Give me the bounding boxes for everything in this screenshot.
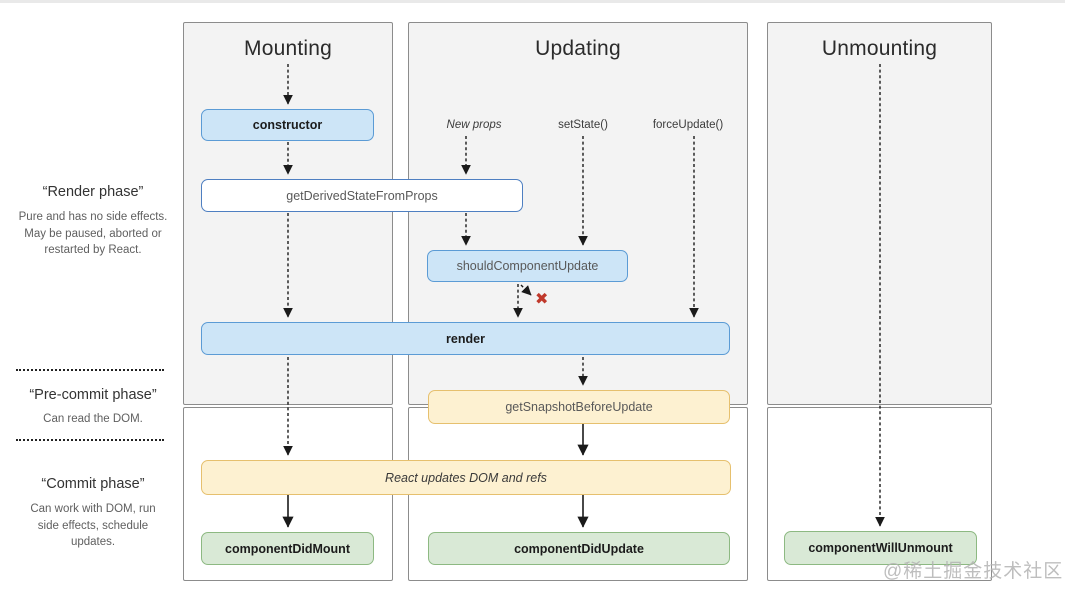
component-did-update-box[interactable]: componentDidUpdate	[428, 532, 730, 565]
commit-phase-title: “Commit phase”	[41, 476, 145, 492]
reject-x-icon: ✖	[535, 291, 549, 308]
should-component-update-box[interactable]: shouldComponentUpdate	[427, 250, 628, 282]
component-will-unmount-box[interactable]: componentWillUnmount	[784, 531, 977, 565]
watermark: @稀土掘金技术社区	[883, 561, 1064, 582]
column-title-unmounting: Unmounting	[821, 37, 938, 60]
render-phase-description: Pure and has no side effects. May be pau…	[18, 211, 168, 257]
constructor-box[interactable]: constructor	[201, 109, 374, 141]
top-divider-line	[0, 0, 1065, 3]
component-did-mount-box[interactable]: componentDidMount	[201, 532, 374, 565]
phase-separator-line	[16, 369, 164, 371]
column-title-updating: Updating	[535, 37, 621, 60]
trigger-new-props: New props	[446, 119, 502, 131]
trigger-force-update: forceUpdate()	[652, 119, 724, 131]
react-updates-dom-box: React updates DOM and refs	[201, 460, 731, 495]
render-box[interactable]: render	[201, 322, 730, 355]
unmounting-render-phase-panel	[767, 22, 992, 405]
render-phase-title: “Render phase”	[42, 184, 144, 200]
phase-separator-line	[16, 439, 164, 441]
get-derived-state-from-props-box[interactable]: getDerivedStateFromProps	[201, 179, 523, 212]
pre-commit-phase-description: Can read the DOM.	[43, 413, 143, 425]
pre-commit-phase-title: “Pre-commit phase”	[29, 387, 157, 403]
get-snapshot-before-update-box[interactable]: getSnapshotBeforeUpdate	[428, 390, 730, 424]
column-title-mounting: Mounting	[244, 37, 332, 60]
commit-phase-description: Can work with DOM, run side effects, sch…	[30, 503, 156, 549]
trigger-set-state: setState()	[558, 119, 608, 131]
